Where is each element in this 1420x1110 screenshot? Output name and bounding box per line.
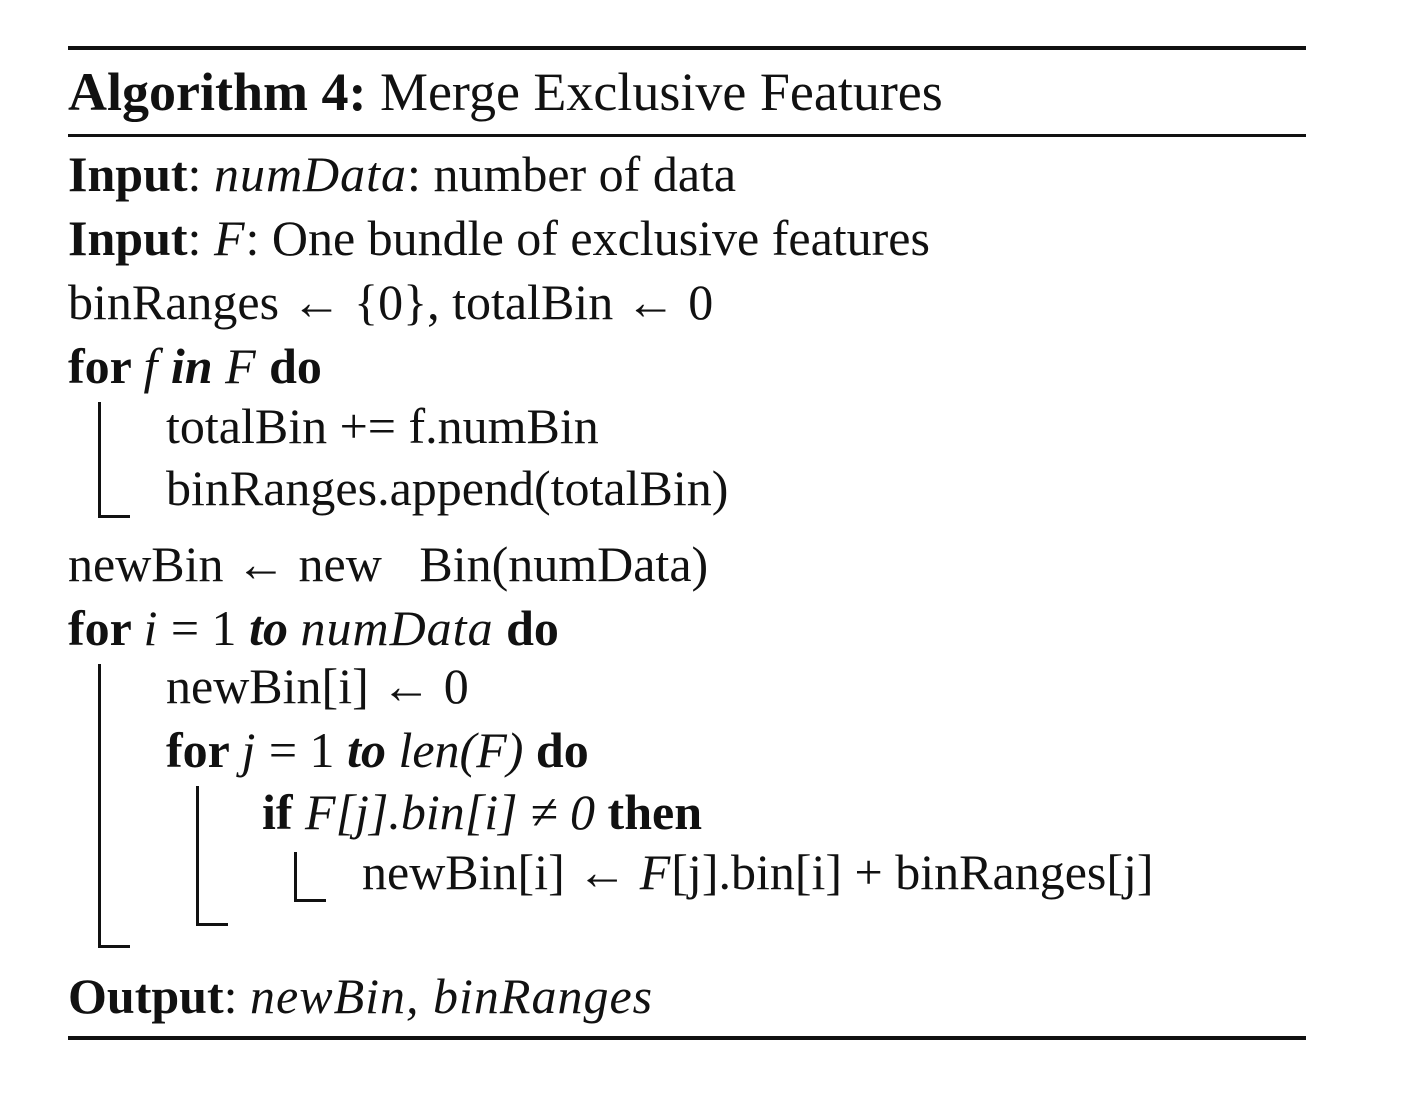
input-var: F (213, 210, 246, 266)
for-keyword: for (68, 600, 144, 656)
assign-var: F (639, 844, 672, 900)
for-loop-1-body-2: binRanges.append(totalBin) (166, 460, 729, 516)
assign-left: newBin[i] ← (362, 844, 640, 900)
if-keyword: if (262, 784, 306, 840)
for-loop-2-header: for i = 1 to numData do (68, 598, 559, 658)
for-loop-1-bracket-foot (98, 515, 130, 518)
do-keyword: do (523, 722, 589, 778)
do-keyword: do (256, 338, 322, 394)
output-line: Output: newBin, binRanges (68, 966, 653, 1026)
loop-collection: F (225, 338, 257, 394)
algorithm-name: Merge Exclusive Features (366, 62, 943, 122)
loop-end: len(F) (385, 722, 524, 778)
input-line-1: Input: numData: number of data (68, 144, 736, 204)
separator: : (187, 210, 214, 266)
middle-rule (68, 134, 1306, 137)
assign-right: [j].bin[i] + binRanges[j] (671, 844, 1154, 900)
for-keyword: for (166, 722, 242, 778)
loop-var: i (143, 600, 159, 656)
top-rule (68, 46, 1306, 50)
separator: : (187, 146, 214, 202)
output-keyword: Output (68, 968, 224, 1024)
if-bracket-foot (294, 899, 326, 902)
space (288, 600, 301, 656)
loop-start: = 1 (256, 722, 348, 778)
do-keyword: do (493, 600, 559, 656)
in-keyword: in (158, 338, 226, 394)
newbin-line: newBin ← new Bin(numData) (68, 536, 709, 592)
for-loop-2-bracket-vertical (98, 664, 101, 948)
input-var: numData (213, 146, 408, 202)
input-keyword: Input (68, 210, 188, 266)
for-loop-2-bracket-foot (98, 945, 130, 948)
for-loop-3-header: for j = 1 to len(F) do (166, 720, 589, 780)
to-keyword: to (249, 600, 288, 656)
to-keyword: to (347, 722, 386, 778)
for-keyword: for (68, 338, 144, 394)
if-bracket-vertical (294, 852, 297, 902)
bottom-rule (68, 1036, 1306, 1040)
for-loop-1-bracket-vertical (98, 402, 101, 518)
for-loop-1-body-1: totalBin += f.numBin (166, 398, 599, 454)
if-header: if F[j].bin[i] ≠ 0 then (262, 782, 702, 842)
for-loop-3-bracket-vertical (196, 786, 199, 926)
algorithm-label: Algorithm 4: (68, 62, 367, 122)
if-condition: F[j].bin[i] ≠ 0 (305, 784, 596, 840)
for-loop-2-body-1: newBin[i] ← 0 (166, 658, 469, 714)
for-loop-1-header: for f in F do (68, 336, 322, 396)
then-keyword: then (595, 784, 703, 840)
input-description: : One bundle of exclusive features (245, 210, 930, 266)
assign-line: newBin[i] ← F[j].bin[i] + binRanges[j] (362, 842, 1154, 902)
algorithm-title: Algorithm 4: Merge Exclusive Features (68, 60, 943, 124)
input-keyword: Input (68, 146, 188, 202)
loop-end: numData (300, 600, 494, 656)
input-line-2: Input: F: One bundle of exclusive featur… (68, 208, 930, 268)
loop-var: j (241, 722, 257, 778)
separator: : (223, 968, 251, 1024)
for-loop-3-bracket-foot (196, 923, 228, 926)
output-vars: newBin, binRanges (250, 968, 654, 1024)
input-description: : number of data (407, 146, 737, 202)
loop-start: = 1 (158, 600, 250, 656)
init-line: binRanges ← {0}, totalBin ← 0 (68, 274, 714, 330)
loop-var: f (143, 338, 159, 394)
